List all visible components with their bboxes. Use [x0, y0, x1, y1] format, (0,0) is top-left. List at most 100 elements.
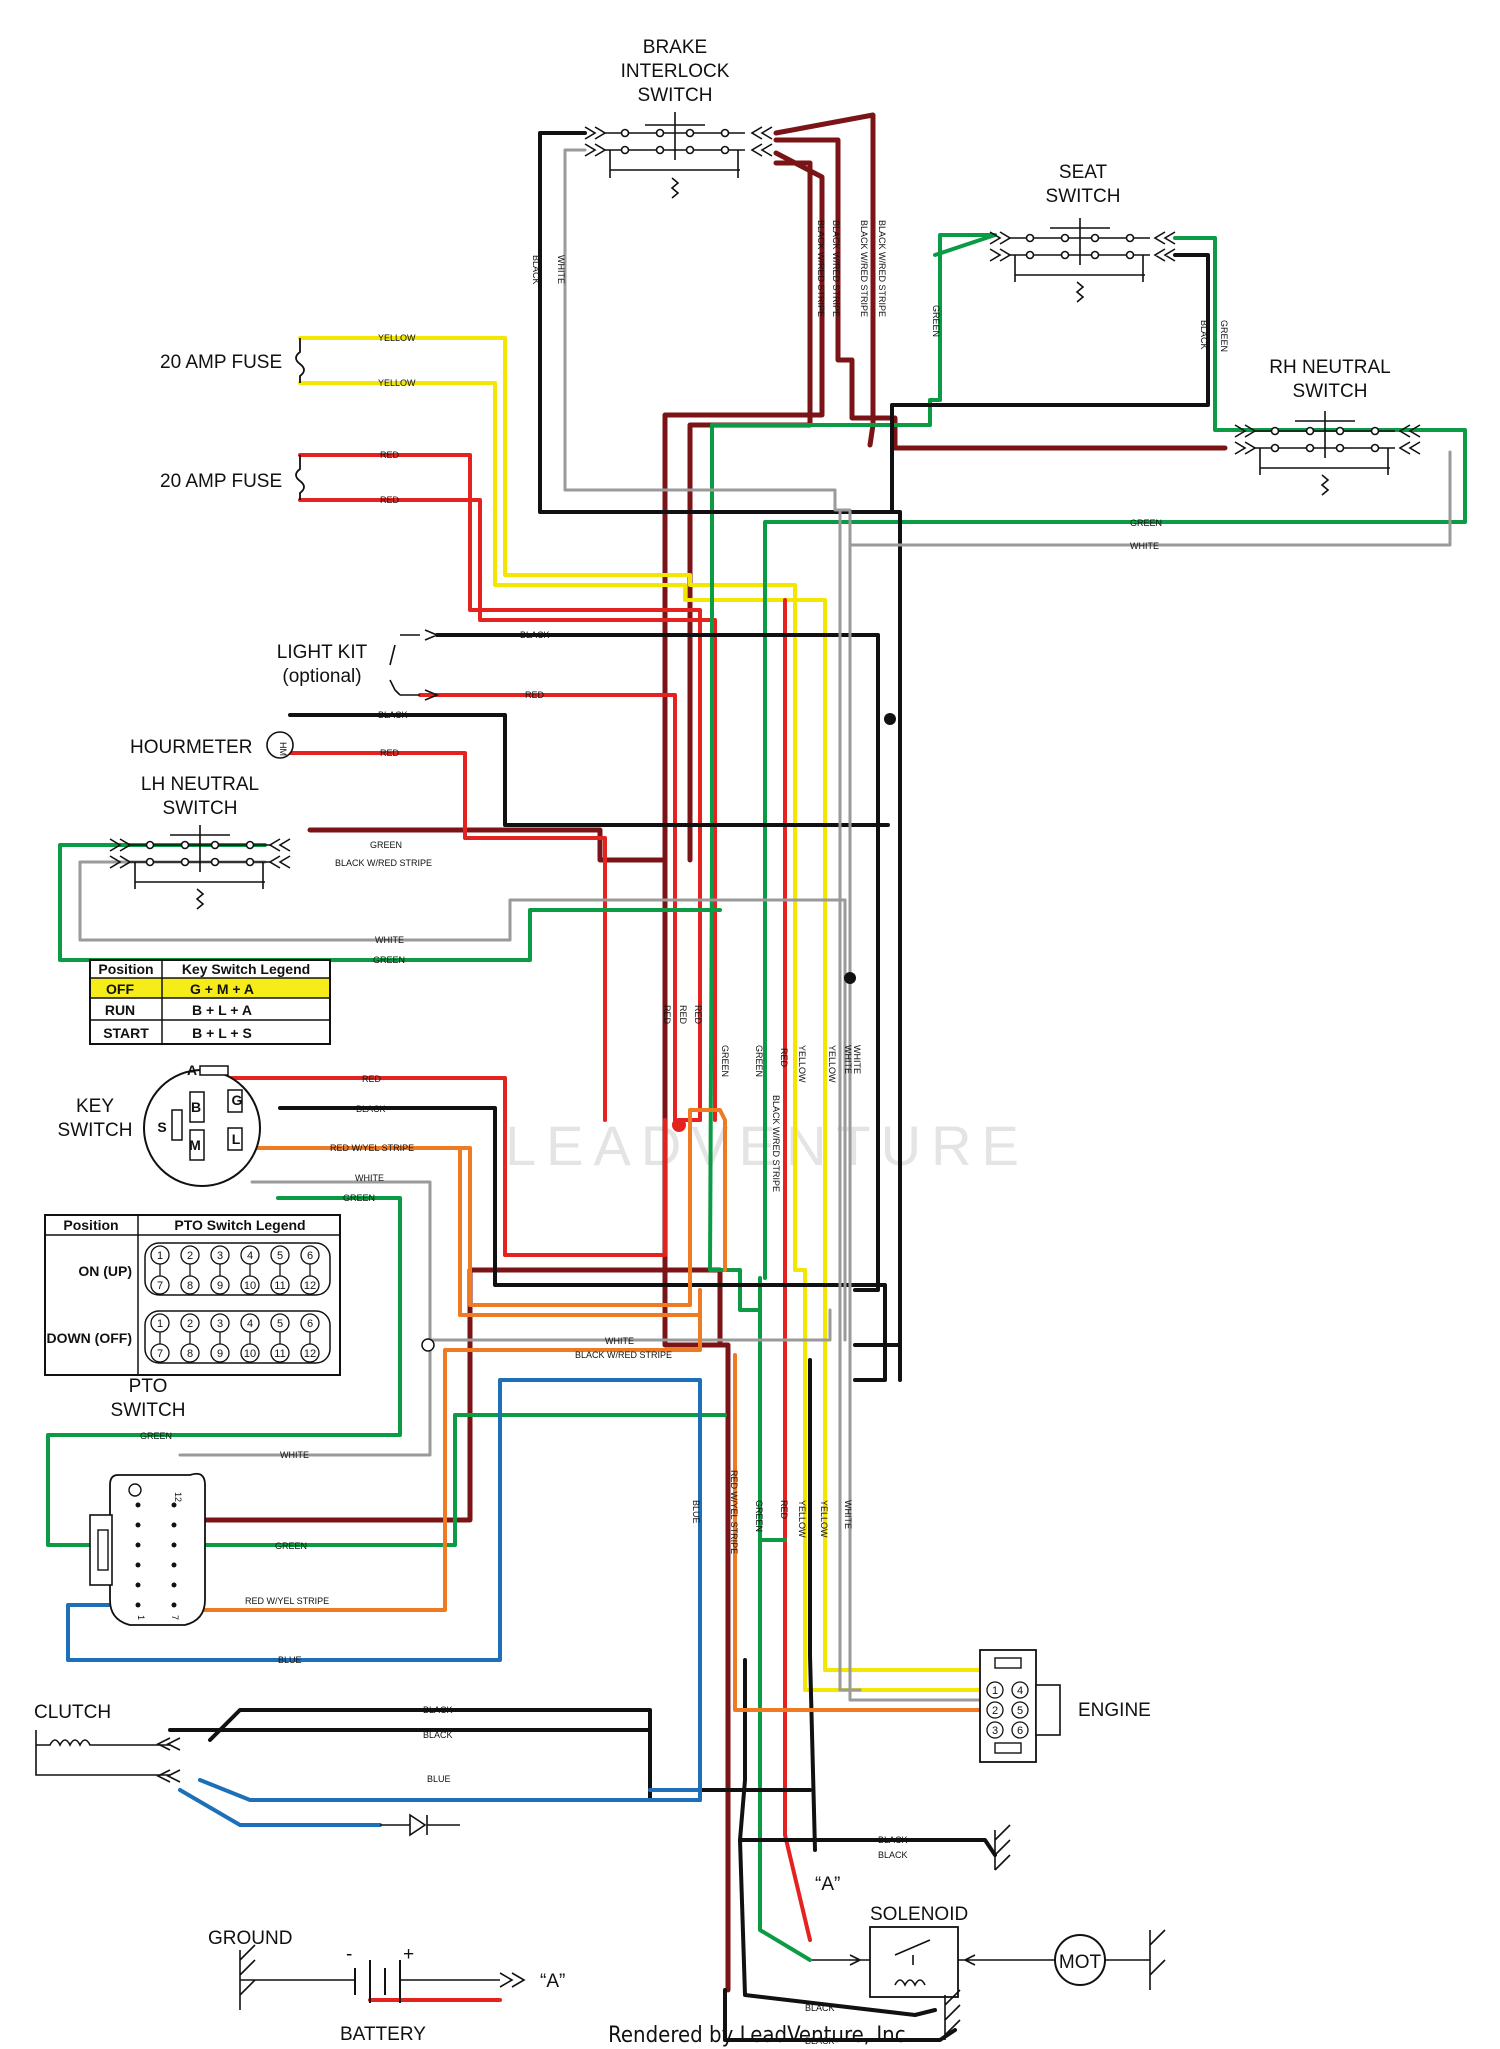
pto-pin-number: 9 — [217, 1348, 223, 1360]
pto-switch-label-2: SWITCH — [111, 1400, 186, 1421]
label-v-br2: BLACK W/RED STRIPE — [831, 220, 841, 317]
lh-label-1: LH NEUTRAL — [141, 774, 259, 795]
connector-pin-dot — [135, 1502, 141, 1508]
label-v-yellow2: YELLOW — [827, 1045, 837, 1083]
conn-pin-1: 1 — [136, 1615, 146, 1620]
label-v-white-brake: WHITE — [556, 255, 566, 284]
wire-blue — [66, 1378, 702, 1827]
solenoid-label: SOLENOID — [870, 1904, 968, 1925]
wire-orange — [178, 1108, 987, 1712]
pto-pin-number: 6 — [307, 1250, 313, 1262]
key-term-a: A — [187, 1062, 197, 1078]
label-green-rh: GREEN — [1130, 518, 1162, 528]
red-junction-dot — [672, 1118, 686, 1132]
label-black-key: BLACK — [356, 1104, 386, 1114]
rh-label-2: SWITCH — [1293, 381, 1368, 402]
label-v-red5: RED — [779, 1500, 789, 1520]
rh-neutral-switch: RH NEUTRAL SWITCH — [1234, 357, 1421, 496]
pto-switch-label-1: PTO — [129, 1376, 168, 1397]
pto-pin-number: 1 — [157, 1318, 163, 1330]
watermark: LEADVENTURE — [505, 1114, 1029, 1177]
svg-text:+: + — [403, 1944, 414, 1965]
label-red-key: RED — [362, 1074, 382, 1084]
label-blackred-lh: BLACK W/RED STRIPE — [335, 858, 432, 868]
label-v-green-seat: GREEN — [931, 305, 941, 337]
label-white-pto: WHITE — [605, 1336, 634, 1346]
label-v-yellow3: YELLOW — [797, 1500, 807, 1538]
ground: GROUND — [208, 1928, 355, 2010]
label-v-white2: WHITE — [852, 1045, 862, 1074]
key-legend-run-val: B + L + A — [192, 1002, 252, 1018]
label-v-green2: GREEN — [754, 1045, 764, 1077]
rh-label-1: RH NEUTRAL — [1269, 357, 1390, 378]
fuse-2-label: 20 AMP FUSE — [160, 471, 282, 492]
label-v-redyel: RED W/YEL STRIPE — [729, 1470, 739, 1554]
connector-pin-dot — [135, 1602, 141, 1608]
label-green-lh2: GREEN — [373, 955, 405, 965]
terminal-a-label-top: “A” — [815, 1874, 840, 1895]
light-kit: LIGHT KIT (optional) — [277, 629, 440, 701]
label-v-yellow1: YELLOW — [797, 1045, 807, 1083]
key-legend-start: START — [103, 1025, 149, 1041]
label-yellow-1: YELLOW — [378, 333, 416, 343]
terminal-a-label-bottom: “A” — [540, 1971, 565, 1992]
pto-pin-number: 7 — [157, 1348, 163, 1360]
connector-pin-dot — [171, 1562, 177, 1568]
engine-pin — [1011, 1721, 1029, 1739]
engine-pin — [986, 1721, 1004, 1739]
label-black-sol: BLACK — [805, 2003, 835, 2013]
engine-pin — [1011, 1681, 1029, 1699]
label-red-light: RED — [525, 690, 545, 700]
pto-pin-number: 4 — [247, 1250, 253, 1262]
key-legend-header-position: Position — [98, 961, 153, 977]
brake-label-3: SWITCH — [638, 85, 713, 106]
label-black-light: BLACK — [520, 630, 550, 640]
pto-pin-number: 7 — [157, 1280, 163, 1292]
pto-pin-number: 8 — [187, 1280, 193, 1292]
label-v-red2: RED — [678, 1005, 688, 1025]
label-black-bottom: BLACK — [805, 2036, 835, 2046]
label-v-red1: RED — [662, 1005, 672, 1025]
label-black-clutch2: BLACK — [423, 1730, 453, 1740]
pto-switch-legend: Position PTO Switch Legend ON (UP) DOWN … — [44, 1214, 341, 1376]
label-white-rh: WHITE — [1130, 541, 1159, 551]
diode — [380, 1813, 460, 1837]
label-v-green1: GREEN — [720, 1045, 730, 1077]
label-v-white3: WHITE — [843, 1500, 853, 1529]
connector-pin-dot — [171, 1502, 177, 1508]
label-redyel-conn: RED W/YEL STRIPE — [245, 1596, 329, 1606]
solenoid: SOLENOID “A” — [812, 1874, 1020, 1998]
conn-pin-7: 7 — [170, 1615, 180, 1620]
label-white-conn: WHITE — [280, 1450, 309, 1460]
label-red-hour: RED — [380, 748, 400, 758]
label-v-red3: RED — [693, 1005, 703, 1025]
label-blue-clutch: BLUE — [427, 1774, 451, 1784]
label-yellow-2: YELLOW — [378, 378, 416, 388]
light-kit-label-2: (optional) — [282, 666, 361, 687]
key-term-g: G — [232, 1092, 243, 1108]
pto-legend-on: ON (UP) — [78, 1263, 132, 1279]
label-green-conn2: GREEN — [275, 1541, 307, 1551]
key-legend-start-val: B + L + S — [192, 1025, 252, 1041]
engine-pin-number: 1 — [992, 1685, 998, 1697]
label-redyel-key: RED W/YEL STRIPE — [330, 1143, 414, 1153]
pto-pin-number: 11 — [274, 1348, 285, 1360]
key-legend-run: RUN — [105, 1002, 135, 1018]
pto-pin-number: 2 — [187, 1250, 193, 1262]
svg-text:-: - — [346, 1944, 352, 1965]
label-green-lh: GREEN — [370, 840, 402, 850]
pto-connector: 12 1 7 — [89, 1472, 206, 1626]
pto-pin-number: 9 — [217, 1280, 223, 1292]
fuse-1: 20 AMP FUSE — [160, 338, 305, 383]
wire-black — [168, 131, 1210, 2042]
pto-pin-number: 6 — [307, 1318, 313, 1330]
key-legend-header-title: Key Switch Legend — [182, 961, 310, 977]
seat-label-1: SEAT — [1059, 162, 1108, 183]
pto-pin-number: 4 — [247, 1318, 253, 1330]
label-red-2: RED — [380, 495, 400, 505]
label-blackred-pto: BLACK W/RED STRIPE — [575, 1350, 672, 1360]
label-v-black-seat: BLACK — [1199, 320, 1209, 350]
pto-pin-number: 8 — [187, 1348, 193, 1360]
